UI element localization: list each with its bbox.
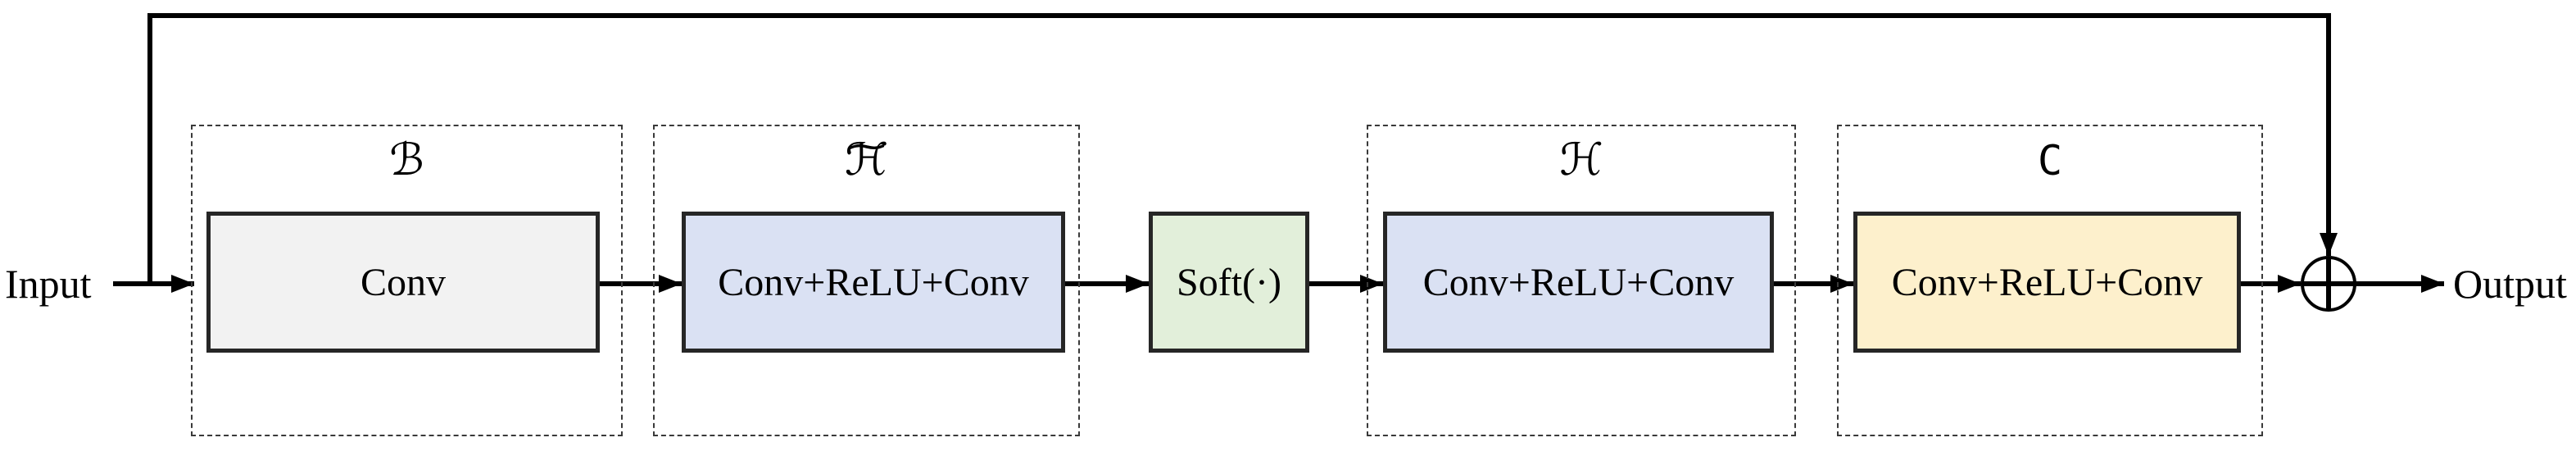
group-h-label: ℋ <box>1559 134 1603 185</box>
group-b-label: ℬ <box>389 134 424 185</box>
conv-block-text: Conv <box>360 260 446 304</box>
conv-block: Conv <box>206 212 600 353</box>
conv-relu-conv-block-2-text: Conv+ReLU+Conv <box>1422 260 1735 304</box>
group-c: C Conv+ReLU+Conv <box>1837 125 2263 436</box>
soft-block: Soft(·) <box>1149 212 1309 353</box>
conv-relu-conv-block-3: Conv+ReLU+Conv <box>1853 212 2241 353</box>
group-h-tilde-label: ℋ~ <box>655 125 1078 184</box>
conv-relu-conv-block-1: Conv+ReLU+Conv <box>682 212 1065 353</box>
output-label: Output <box>2453 261 2567 307</box>
input-label: Input <box>5 261 92 307</box>
group-c-label: C <box>2037 137 2063 185</box>
group-h-tilde: ℋ~ Conv+ReLU+Conv <box>653 125 1080 436</box>
conv-relu-conv-block-1-text: Conv+ReLU+Conv <box>718 260 1029 304</box>
soft-block-text: Soft(·) <box>1177 260 1281 304</box>
skip-connection-line <box>147 13 2338 284</box>
conv-relu-conv-block-3-text: Conv+ReLU+Conv <box>1891 260 2203 304</box>
group-h: ℋ Conv+ReLU+Conv <box>1367 125 1796 436</box>
group-b: ℬ Conv <box>191 125 623 436</box>
sum-node-icon <box>2301 256 2356 312</box>
conv-relu-conv-block-2: Conv+ReLU+Conv <box>1383 212 1774 353</box>
tilde-accent: ~ <box>843 125 890 166</box>
